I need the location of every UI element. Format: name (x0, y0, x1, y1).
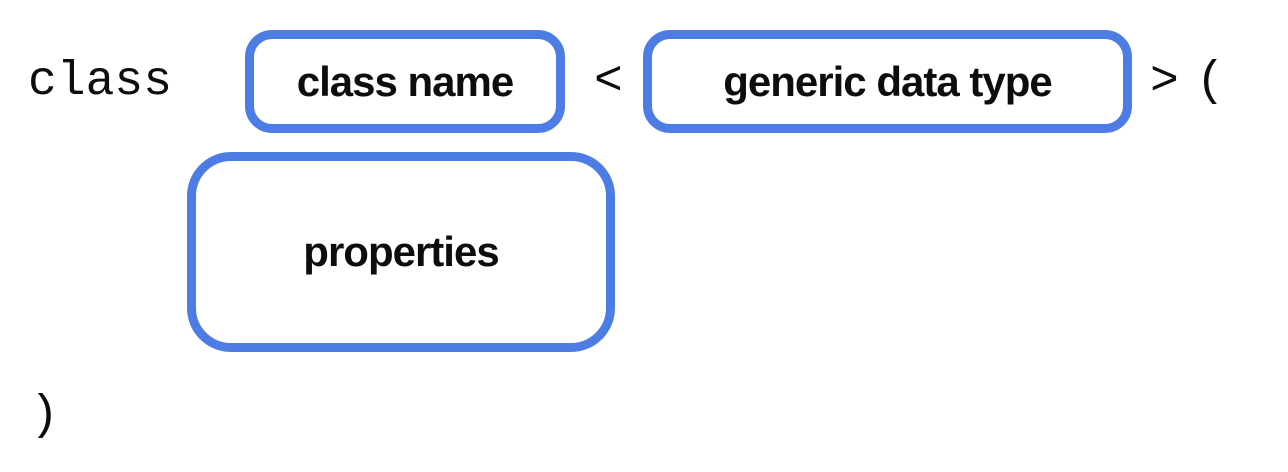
class-keyword-text: class (28, 54, 173, 109)
close-paren-text: ) (30, 389, 59, 443)
generic-data-type-box: generic data type (643, 30, 1132, 133)
class-name-label: class name (296, 57, 514, 105)
properties-box: properties (187, 152, 615, 352)
properties-label: properties (303, 228, 499, 275)
close-angle-bracket-text: > (1150, 54, 1179, 109)
generic-data-type-label: generic data type (723, 57, 1052, 105)
open-angle-bracket-text: < (594, 54, 623, 109)
class-name-box: class name (245, 30, 565, 133)
open-paren-text: ( (1196, 54, 1225, 109)
